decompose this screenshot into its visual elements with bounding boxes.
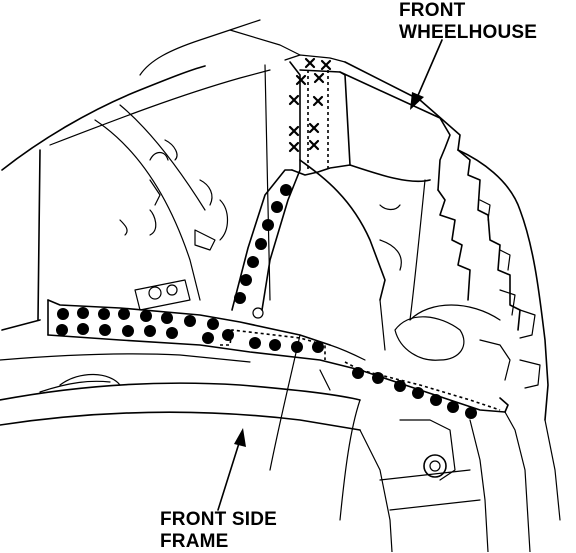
spot-weld-dots	[56, 184, 477, 419]
front-wheelhouse-label: FRONT WHEELHOUSE	[399, 0, 537, 44]
front-side-frame-label-line2: FRAME	[160, 531, 229, 552]
hole-marker	[252, 307, 264, 319]
leader-arrows	[217, 39, 443, 511]
front-wheelhouse-label-line2: WHEELHOUSE	[399, 22, 538, 43]
front-side-frame-label-line1: FRONT SIDE	[160, 509, 278, 530]
lower-structure	[359, 239, 561, 552]
front-side-frame	[0, 299, 509, 521]
spot-weld-x-marks	[288, 57, 332, 153]
fender-panel	[1, 19, 301, 331]
inner-wheelhouse	[349, 164, 511, 381]
front-wheelhouse-label-line1: FRONT	[399, 0, 466, 21]
front-side-frame-label: FRONT SIDE FRAME	[160, 509, 277, 553]
wheelhouse-pillar	[231, 54, 386, 311]
wheelhouse-flange	[339, 61, 549, 421]
